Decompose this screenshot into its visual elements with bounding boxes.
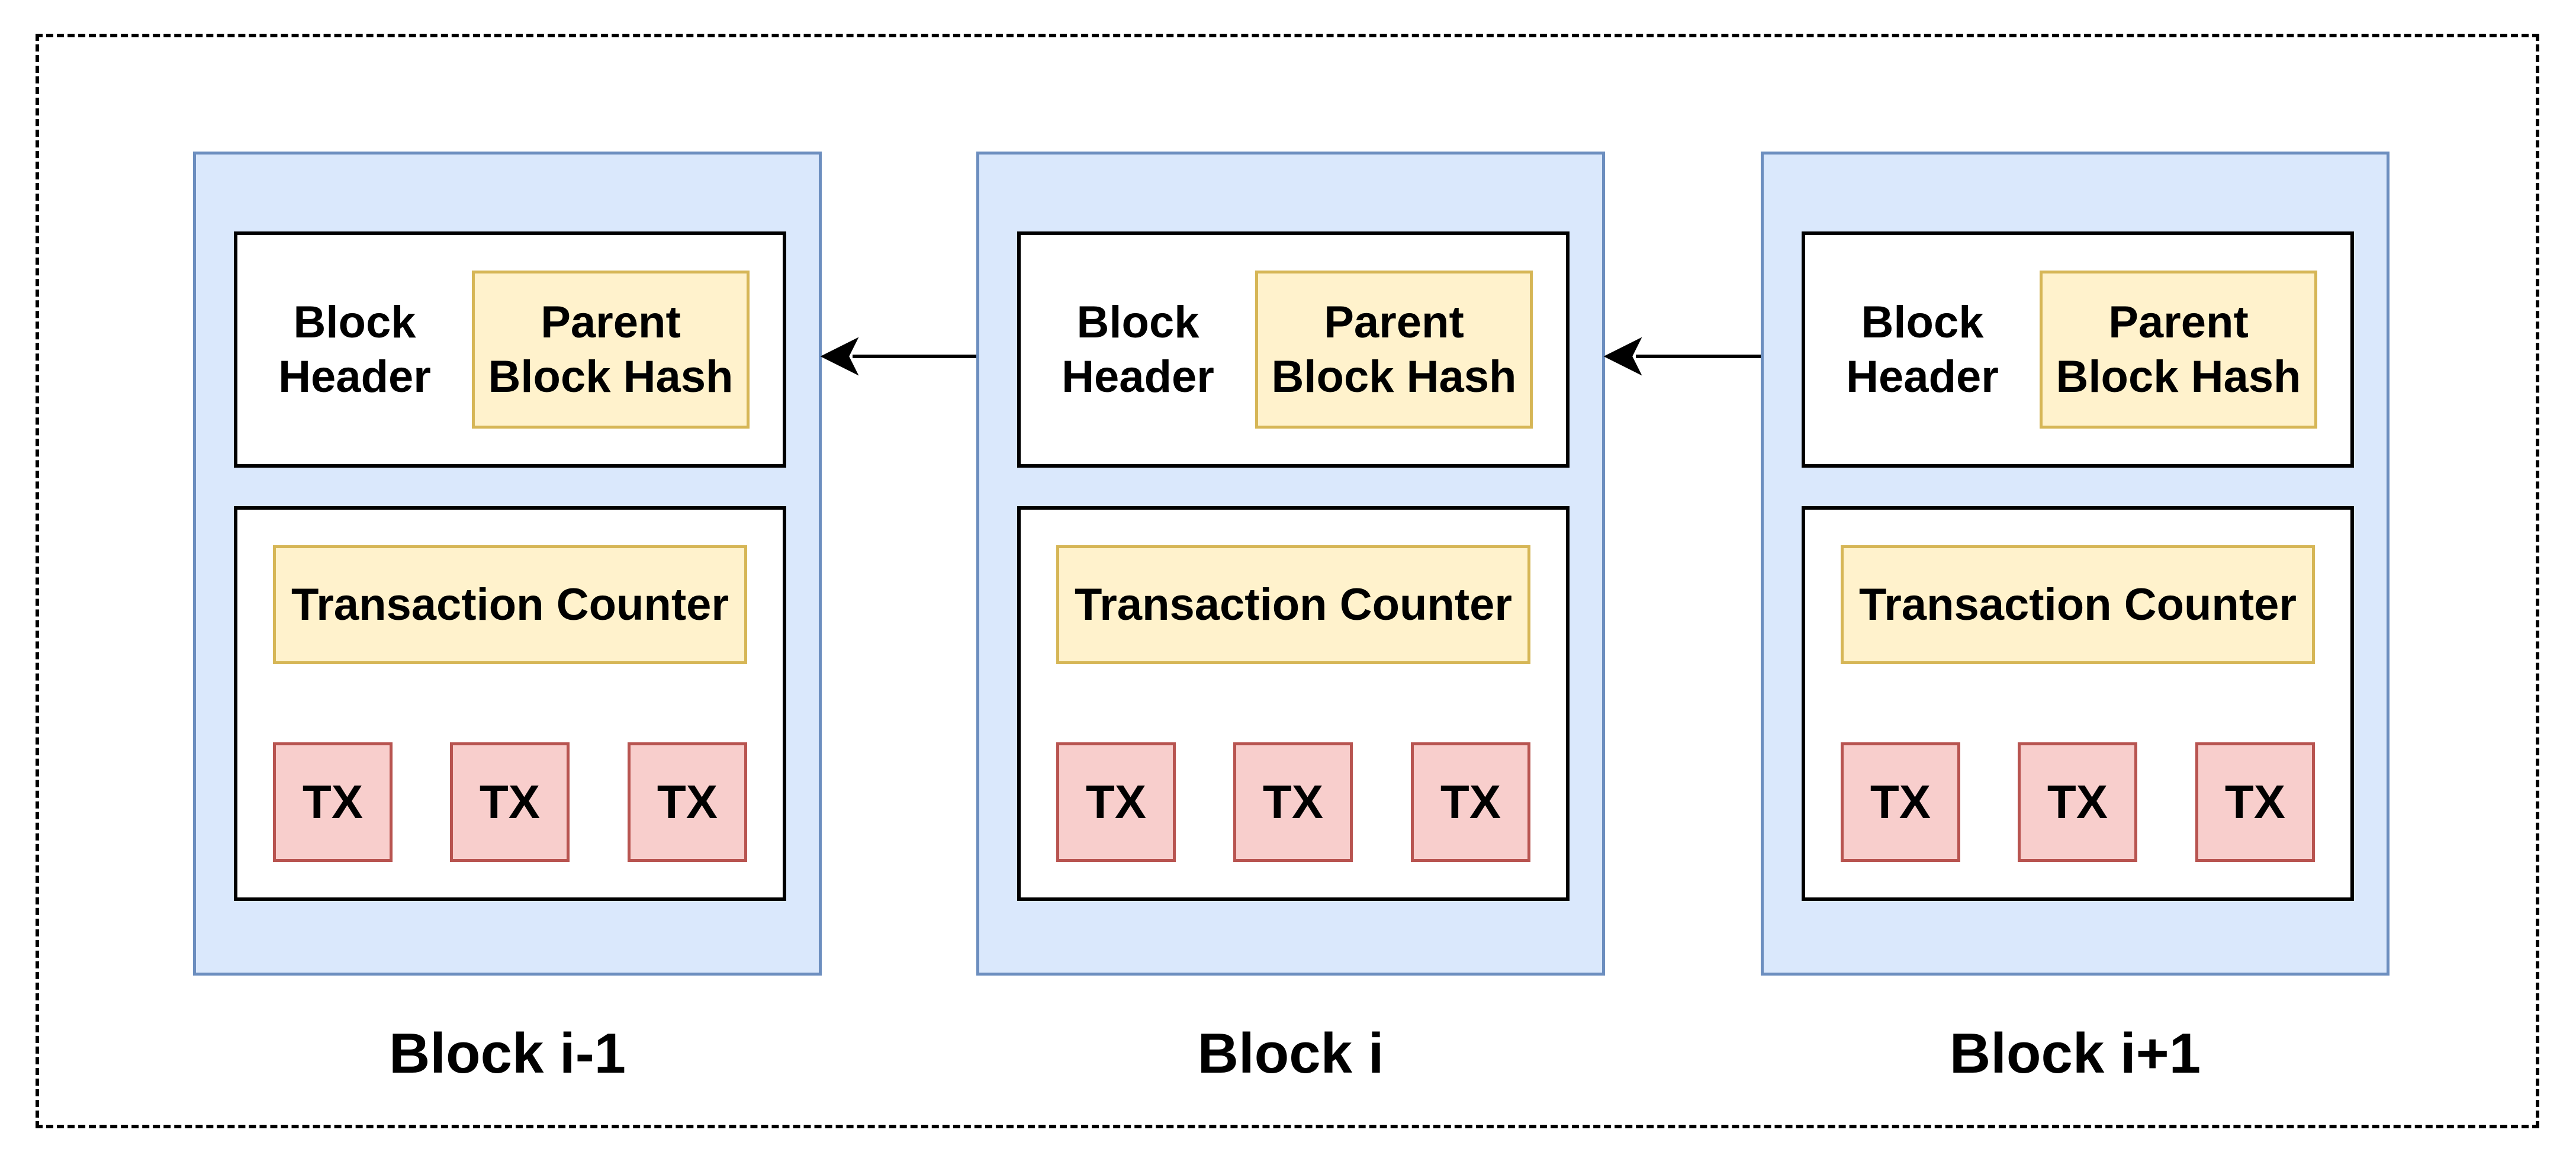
block-body: Transaction Counter TX TX TX xyxy=(1017,506,1570,901)
transaction: TX xyxy=(450,742,570,862)
block-body: Transaction Counter TX TX TX xyxy=(1802,506,2354,901)
transaction: TX xyxy=(1411,742,1530,862)
transaction: TX xyxy=(2018,742,2137,862)
parent-block-hash: Parent Block Hash xyxy=(2040,271,2317,429)
transaction: TX xyxy=(1841,742,1960,862)
block-header-label: Block Header xyxy=(278,297,431,402)
transaction-counter: Transaction Counter xyxy=(273,545,747,664)
transaction: TX xyxy=(628,742,747,862)
transaction-counter: Transaction Counter xyxy=(1841,545,2315,664)
transaction: TX xyxy=(1233,742,1353,862)
block-previous: Block Header Parent Block Hash Transacti… xyxy=(193,152,822,976)
block-header: Block Header Parent Block Hash xyxy=(234,231,786,468)
transaction-counter: Transaction Counter xyxy=(1056,545,1530,664)
transaction: TX xyxy=(2195,742,2315,862)
block-body: Transaction Counter TX TX TX xyxy=(234,506,786,901)
parent-block-hash: Parent Block Hash xyxy=(1255,271,1533,429)
parent-block-hash: Parent Block Hash xyxy=(472,271,750,429)
transaction: TX xyxy=(1056,742,1176,862)
block-header-label: Block Header xyxy=(1062,297,1214,402)
block-label-current: Block i xyxy=(1197,1022,1384,1085)
block-label-next: Block i+1 xyxy=(1949,1022,2201,1085)
block-header: Block Header Parent Block Hash xyxy=(1017,231,1570,468)
block-header: Block Header Parent Block Hash xyxy=(1802,231,2354,468)
transaction: TX xyxy=(273,742,393,862)
block-current: Block Header Parent Block Hash Transacti… xyxy=(976,152,1605,976)
block-header-label: Block Header xyxy=(1846,297,1999,402)
blockchain-frame xyxy=(36,34,2539,1128)
block-label-previous: Block i-1 xyxy=(388,1022,626,1085)
block-next: Block Header Parent Block Hash Transacti… xyxy=(1761,152,2390,976)
